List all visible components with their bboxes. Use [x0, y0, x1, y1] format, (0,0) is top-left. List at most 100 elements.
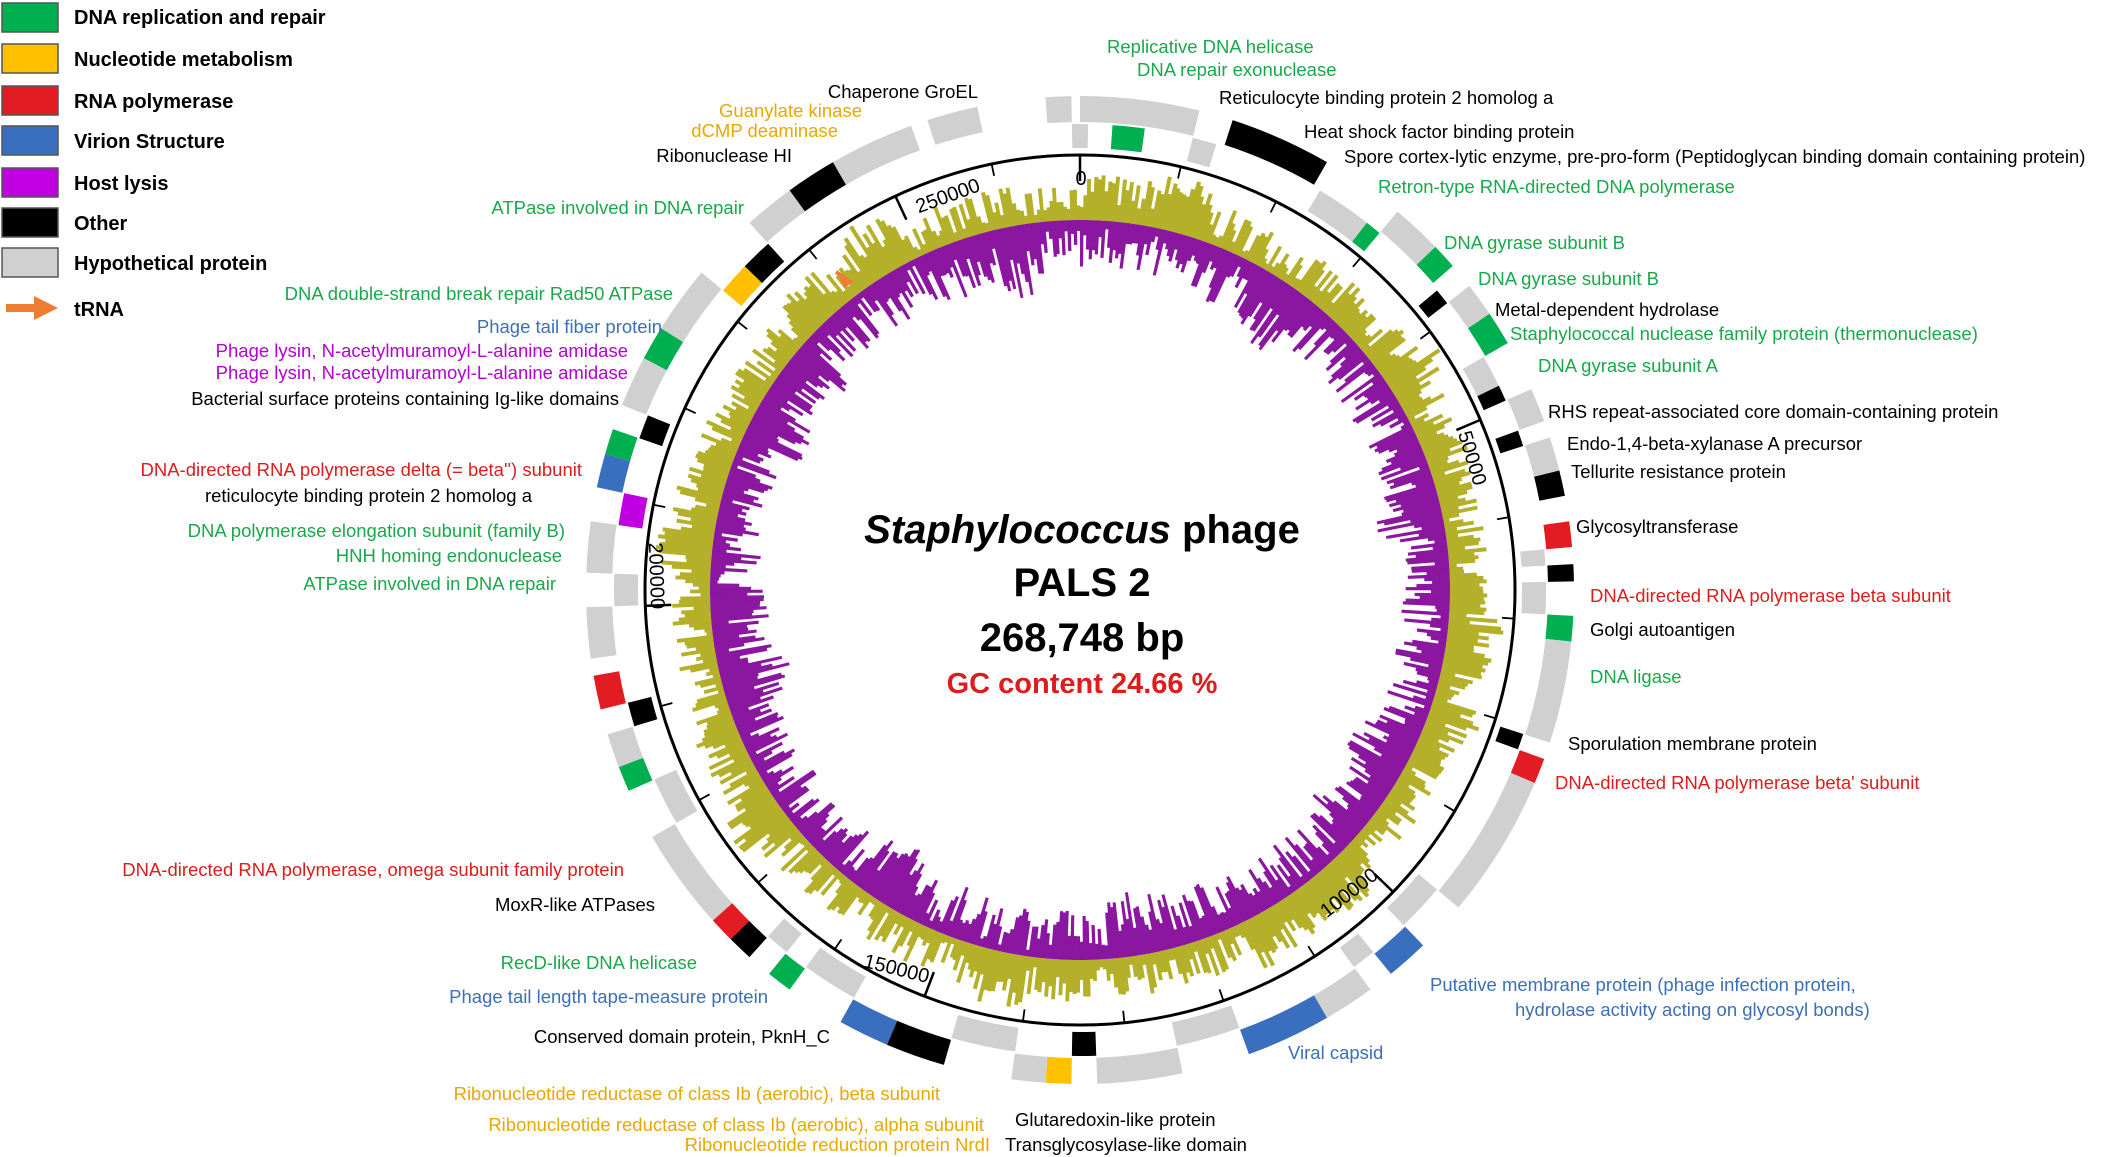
- gc-bar-negative: [1105, 220, 1110, 230]
- gene-block-other: [1495, 430, 1524, 454]
- gc-bar-negative: [741, 436, 769, 451]
- gc-bar-negative: [844, 865, 855, 878]
- gc-bar-negative: [1041, 221, 1048, 254]
- gc-bar-positive: [1447, 547, 1487, 555]
- gc-bar-positive: [680, 596, 711, 601]
- gc-bar-positive: [938, 230, 948, 246]
- gc-bar-positive: [1156, 951, 1165, 973]
- gc-bar-positive: [740, 783, 767, 802]
- gc-bar-negative: [1364, 761, 1398, 784]
- gc-bar-positive: [705, 503, 720, 510]
- gc-bar-negative: [1303, 323, 1340, 361]
- gene-block-other: [1495, 726, 1524, 750]
- gc-bar-positive: [803, 285, 833, 318]
- gc-bar-negative: [1393, 469, 1431, 486]
- gc-bar-positive: [681, 647, 716, 657]
- gc-bar-positive: [756, 360, 779, 378]
- gc-bar-positive: [773, 360, 785, 370]
- gc-bar-negative: [1440, 615, 1450, 620]
- gc-bar-negative: [1377, 433, 1417, 454]
- gc-bar-positive: [1432, 698, 1477, 715]
- gc-bar-negative: [1259, 276, 1280, 304]
- gc-bar-positive: [1422, 725, 1464, 745]
- gc-bar-positive: [952, 206, 966, 240]
- gc-bar-negative: [1005, 928, 1015, 954]
- gc-bar-positive: [1345, 844, 1372, 870]
- gc-bar-positive: [1024, 193, 1033, 224]
- gc-bar-positive: [864, 255, 882, 280]
- gene-block-hypo: [1521, 581, 1546, 615]
- gc-bar-negative: [1009, 917, 1020, 954]
- gc-bar-negative: [1308, 869, 1316, 878]
- gc-bar-positive: [1066, 208, 1071, 221]
- gc-bar-positive: [1444, 651, 1492, 663]
- gc-bar-positive: [1420, 731, 1440, 743]
- gc-bar-negative: [786, 361, 819, 388]
- gc-bar-negative: [1226, 890, 1246, 923]
- gene-label: DNA gyrase subunit B: [1444, 232, 1625, 253]
- gc-bar-negative: [1346, 807, 1368, 826]
- gc-bar-positive: [1382, 799, 1417, 825]
- gc-bar-negative: [923, 899, 939, 927]
- gc-bar-positive: [992, 211, 1001, 230]
- gc-bar-negative: [726, 681, 780, 702]
- gene-block-hypo: [586, 521, 617, 574]
- gene-label: dCMP deaminase: [691, 120, 838, 141]
- gc-bar-positive: [688, 621, 712, 628]
- gc-bar-positive: [1395, 382, 1421, 400]
- gc-bar-positive: [1156, 176, 1172, 229]
- gc-bar-negative: [1412, 695, 1433, 705]
- gc-bar-negative: [837, 308, 868, 343]
- gc-bar-negative: [818, 828, 844, 854]
- gc-bar-negative: [1333, 841, 1344, 852]
- gc-bar-negative: [1233, 264, 1260, 309]
- gc-bar-positive: [1402, 396, 1424, 411]
- gc-bar-positive: [826, 879, 853, 911]
- gc-bar-positive: [909, 920, 918, 933]
- gc-bar-positive: [1391, 786, 1414, 802]
- gc-bar-positive: [893, 915, 907, 936]
- gc-bar-positive: [936, 234, 945, 247]
- gc-bar-positive: [1281, 898, 1303, 929]
- gc-bar-negative: [1401, 609, 1450, 617]
- gene-block-dna: [618, 757, 653, 791]
- gene-block-hypo: [607, 726, 644, 768]
- gc-bar-negative: [1276, 864, 1298, 892]
- gc-bar-positive: [1438, 679, 1466, 690]
- gene-label: Ribonuclease HI: [656, 145, 792, 166]
- gc-bar-negative: [736, 448, 764, 462]
- gc-bar-positive: [1292, 278, 1302, 289]
- gc-bar-negative: [1147, 893, 1164, 952]
- gc-bar-positive: [920, 930, 939, 967]
- gc-bar-positive: [825, 273, 850, 303]
- gc-bar-negative: [1037, 924, 1045, 958]
- gc-bar-positive: [1000, 214, 1007, 229]
- gc-bar-positive: [1428, 710, 1480, 732]
- gene-label: DNA-directed RNA polymerase, omega subun…: [122, 859, 624, 880]
- gc-bar-positive: [1209, 234, 1217, 245]
- gc-bar-negative: [1426, 632, 1448, 639]
- gc-bar-positive: [1379, 345, 1419, 376]
- gc-bar-negative: [820, 827, 849, 857]
- axis-tick: [1307, 945, 1316, 957]
- gc-bar-negative: [711, 557, 757, 565]
- gc-bar-negative: [990, 230, 1008, 287]
- gc-bar-negative: [953, 919, 964, 939]
- axis-tick: [653, 503, 666, 508]
- gc-bar-negative: [1363, 380, 1387, 398]
- gc-bar-positive: [1037, 957, 1045, 993]
- gc-bar-positive: [738, 812, 787, 851]
- gc-bar-positive: [744, 360, 776, 384]
- gc-bar-positive: [1212, 236, 1220, 246]
- gc-bar-negative: [1318, 814, 1351, 845]
- gc-bar-positive: [1431, 701, 1474, 718]
- gc-bar-negative: [1427, 535, 1447, 542]
- gc-bar-negative: [827, 316, 843, 333]
- gc-bar-positive: [1203, 223, 1214, 243]
- gc-bar-negative: [790, 356, 831, 390]
- gc-bar-negative: [929, 250, 944, 277]
- gc-bar-positive: [1423, 437, 1458, 455]
- gc-bar-positive: [1024, 215, 1029, 225]
- gc-bar-negative: [1426, 689, 1436, 696]
- gc-bar-positive: [868, 900, 882, 918]
